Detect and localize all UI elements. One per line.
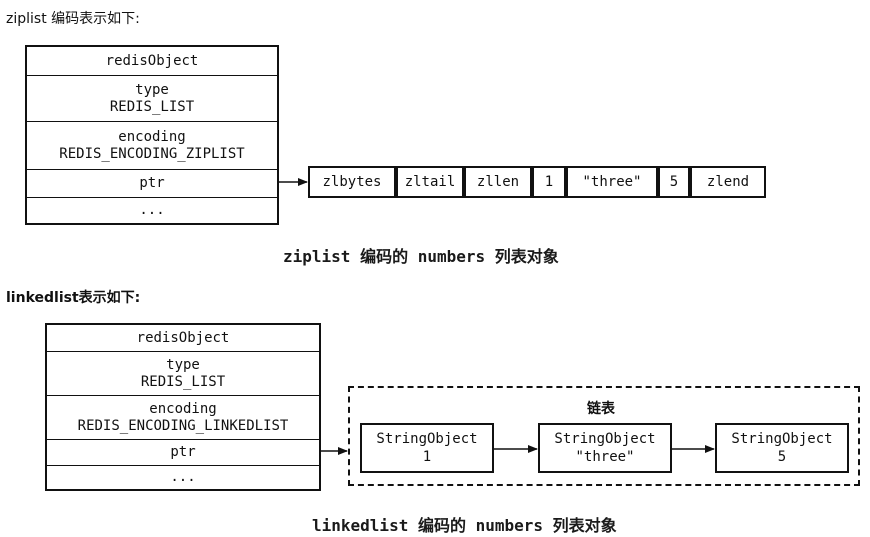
ziplist-redis-object: redisObject type REDIS_LIST encoding RED…	[25, 45, 279, 225]
linkedlist-node-2-type: StringObject	[554, 431, 656, 447]
ziplist-ptr-cell: ptr	[27, 169, 277, 197]
ziplist-encoding-value: REDIS_ENCODING_ZIPLIST	[59, 145, 245, 162]
linkedlist-more-label: ...	[170, 469, 196, 485]
ziplist-type-value: REDIS_LIST	[109, 98, 195, 115]
ziplist-caption: ziplist 编码的 numbers 列表对象	[283, 247, 559, 266]
ziplist-heading: ziplist 编码表示如下:	[6, 11, 140, 27]
linkedlist-node-3: StringObject 5	[715, 423, 849, 473]
linkedlist-type-value: REDIS_LIST	[140, 373, 226, 390]
ziplist-entry-5: 5	[658, 166, 690, 198]
ziplist-object-title: redisObject	[105, 52, 199, 69]
linkedlist-heading: linkedlist表示如下:	[6, 290, 141, 306]
linkedlist-node-3-value: 5	[777, 449, 787, 465]
ziplist-entry-zlend: zlend	[690, 166, 766, 198]
linkedlist-object-title: redisObject	[136, 329, 230, 346]
linkedlist-node-2-value: "three"	[575, 449, 635, 465]
linkedlist-encoding-cell: encoding REDIS_ENCODING_LINKEDLIST	[47, 395, 319, 439]
linkedlist-node-1-type: StringObject	[376, 431, 478, 447]
ziplist-entry-three: "three"	[566, 166, 658, 198]
linkedlist-type-cell: type REDIS_LIST	[47, 351, 319, 395]
ziplist-entry-zltail: zltail	[396, 166, 464, 198]
ziplist-entry-1: 1	[532, 166, 566, 198]
linkedlist-node-2: StringObject "three"	[538, 423, 672, 473]
linkedlist-more-cell: ...	[47, 465, 319, 489]
linkedlist-type-label: type	[166, 356, 200, 373]
ziplist-entry-zlbytes: zlbytes	[308, 166, 396, 198]
ziplist-type-cell: type REDIS_LIST	[27, 75, 277, 121]
linkedlist-node-3-type: StringObject	[731, 431, 833, 447]
linkedlist-redis-object: redisObject type REDIS_LIST encoding RED…	[45, 323, 321, 491]
ziplist-entry-zllen: zllen	[464, 166, 532, 198]
ziplist-ptr-label: ptr	[139, 175, 165, 191]
ziplist-encoding-cell: encoding REDIS_ENCODING_ZIPLIST	[27, 121, 277, 169]
ziplist-type-label: type	[135, 81, 169, 98]
linkedlist-encoding-value: REDIS_ENCODING_LINKEDLIST	[77, 417, 289, 434]
ziplist-more-label: ...	[139, 202, 165, 218]
ziplist-encoding-label: encoding	[118, 128, 186, 145]
linkedlist-caption: linkedlist 编码的 numbers 列表对象	[312, 516, 617, 535]
linkedlist-list-label: 链表	[587, 401, 615, 417]
linkedlist-node-1-value: 1	[422, 449, 432, 465]
linkedlist-encoding-label: encoding	[149, 400, 217, 417]
ziplist-more-cell: ...	[27, 197, 277, 223]
ziplist-object-title-cell: redisObject	[27, 47, 277, 75]
linkedlist-object-title-cell: redisObject	[47, 325, 319, 351]
linkedlist-ptr-label: ptr	[170, 444, 196, 460]
linkedlist-node-1: StringObject 1	[360, 423, 494, 473]
linkedlist-container	[348, 386, 860, 486]
linkedlist-ptr-cell: ptr	[47, 439, 319, 465]
